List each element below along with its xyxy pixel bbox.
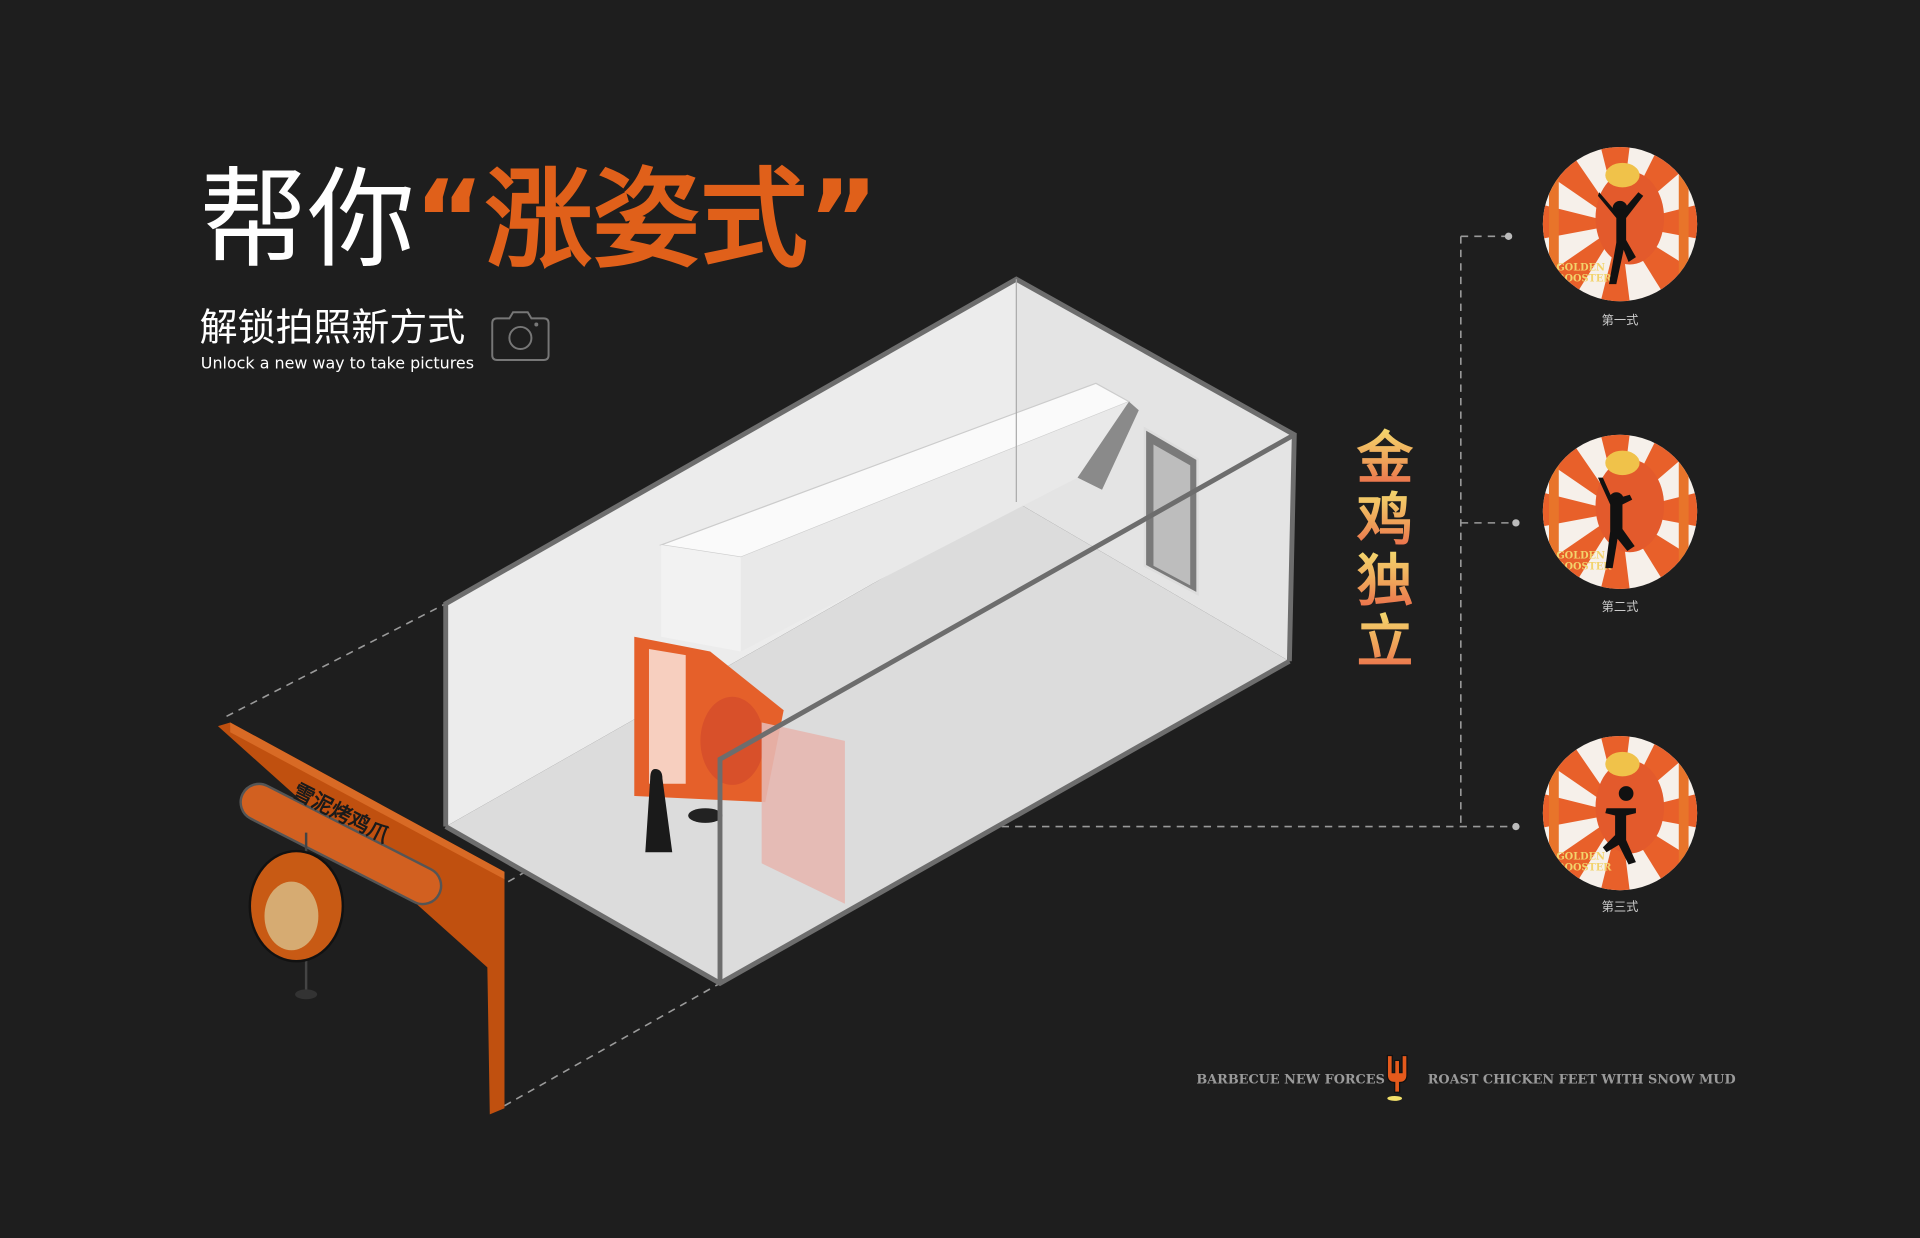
pose-label: 第三式 — [1602, 900, 1639, 914]
stick-figure-icon — [1597, 192, 1644, 285]
room-model — [443, 276, 1297, 987]
feature-vertical-title: 金 鸡 独 立 — [1356, 427, 1414, 676]
stick-figure-icon — [1602, 786, 1636, 865]
chicken-foot-icon — [1386, 1054, 1408, 1101]
pose-label: 第二式 — [1602, 600, 1639, 614]
footer-left-text: BARBECUE NEW FORCES — [1196, 1073, 1385, 1088]
pose-label: 第一式 — [1602, 314, 1639, 328]
title-char: 金 — [1356, 427, 1414, 492]
subtitle-en: Unlock a new way to take pictures — [201, 354, 474, 373]
title-char: 立 — [1357, 610, 1413, 675]
title-char: 独 — [1357, 549, 1413, 614]
footer-right-text: ROAST CHICKEN FEET WITH SNOW MUD — [1428, 1073, 1736, 1088]
stick-figure-icon — [1597, 477, 1635, 569]
title-white: 帮你 — [200, 158, 415, 283]
pose-1: 第一式 — [1542, 146, 1698, 328]
subtitle-cn: 解锁拍照新方式 — [200, 305, 466, 349]
title-char: 鸡 — [1357, 488, 1413, 553]
pose-2: 第二式 — [1542, 434, 1698, 614]
pose-3: 第三式 — [1542, 735, 1698, 914]
title-orange: “涨姿式” — [414, 158, 879, 283]
camera-icon — [491, 311, 550, 361]
entrance-arch: 雪泥烤鸡爪 — [217, 722, 505, 1115]
